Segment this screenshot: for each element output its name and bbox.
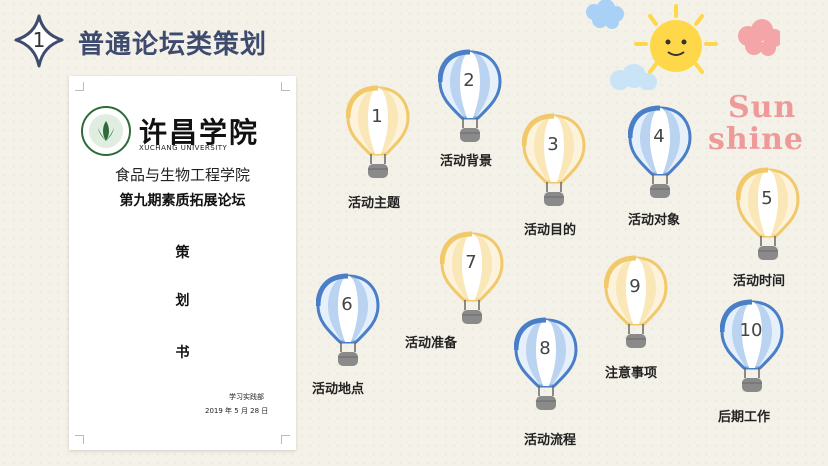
balloon-label-1: 活动主题 <box>348 196 401 211</box>
balloon-6[interactable]: 6 <box>316 272 386 382</box>
section-header: 1 普通论坛类策划 <box>14 12 267 72</box>
section-number: 1 <box>32 28 46 52</box>
balloon-number: 4 <box>653 126 665 147</box>
sun-icon <box>586 0 780 90</box>
balloon-label-3: 活动目的 <box>524 223 577 238</box>
university-name-cn: 许昌学院 <box>139 116 260 149</box>
balloon-label-9: 注意事项 <box>605 366 658 381</box>
balloon-7[interactable]: 7 <box>440 230 510 340</box>
university-logo-row: 许昌学院 <box>81 106 259 156</box>
hot-air-balloon-icon <box>736 167 800 260</box>
hot-air-balloon-icon <box>628 105 692 198</box>
university-name-en: XUCHANG UNIVERSITY <box>139 144 228 152</box>
hot-air-balloon-icon <box>440 231 504 324</box>
hot-air-balloon-icon <box>514 317 578 410</box>
balloon-label-10: 后期工作 <box>718 410 771 425</box>
balloon-number: 7 <box>465 252 477 273</box>
college-name: 食品与生物工程学院 <box>114 166 250 184</box>
hot-air-balloon-icon <box>438 49 502 142</box>
balloon-1[interactable]: 1 <box>346 84 416 194</box>
hot-air-balloon-icon <box>604 255 668 348</box>
sunshine-line-1: Sun <box>728 90 797 125</box>
doc-char-3: 书 <box>175 345 190 361</box>
hot-air-balloon-icon <box>720 299 784 392</box>
doc-char-2: 划 <box>175 293 190 309</box>
balloon-number: 1 <box>371 106 383 127</box>
hot-air-balloon-icon <box>346 85 410 178</box>
forum-title: 第九期素质拓展论坛 <box>119 193 246 209</box>
university-emblem-icon <box>81 106 131 156</box>
page-title: 普通论坛类策划 <box>78 29 268 60</box>
balloon-8[interactable]: 8 <box>514 316 584 426</box>
hot-air-balloon-icon <box>316 273 380 366</box>
sunshine-text: Sun shine <box>708 92 804 156</box>
balloon-number: 8 <box>539 338 551 359</box>
balloon-label-7: 活动准备 <box>405 336 458 351</box>
balloon-label-2: 活动背景 <box>440 154 493 169</box>
balloon-number: 3 <box>547 134 559 155</box>
hot-air-balloon-icon <box>522 113 586 206</box>
balloon-5[interactable]: 5 <box>736 166 806 276</box>
section-number-badge: 1 <box>14 14 70 70</box>
balloon-9[interactable]: 9 <box>604 254 674 364</box>
doc-char-1: 策 <box>175 245 190 261</box>
star-icon <box>14 14 64 68</box>
document-date: 2019 年 5 月 28 日 <box>205 407 269 415</box>
document-preview: 许昌学院 XUCHANG UNIVERSITY 食品与生物工程学院 第九期素质拓… <box>69 76 296 450</box>
balloon-label-6: 活动地点 <box>312 382 365 397</box>
balloon-number: 5 <box>761 188 773 209</box>
balloon-3[interactable]: 3 <box>522 112 592 222</box>
balloon-number: 10 <box>739 320 763 341</box>
balloon-4[interactable]: 4 <box>628 104 698 214</box>
balloon-10[interactable]: 10 <box>720 298 790 408</box>
balloon-label-4: 活动对象 <box>628 213 681 228</box>
balloon-label-5: 活动时间 <box>733 274 786 289</box>
balloon-label-8: 活动流程 <box>524 433 577 448</box>
sunshine-line-2: shine <box>708 122 804 157</box>
department-name: 学习实践部 <box>229 393 264 401</box>
balloon-number: 9 <box>629 276 641 297</box>
balloon-2[interactable]: 2 <box>438 48 508 158</box>
balloon-number: 2 <box>463 70 475 91</box>
balloon-number: 6 <box>341 294 353 315</box>
